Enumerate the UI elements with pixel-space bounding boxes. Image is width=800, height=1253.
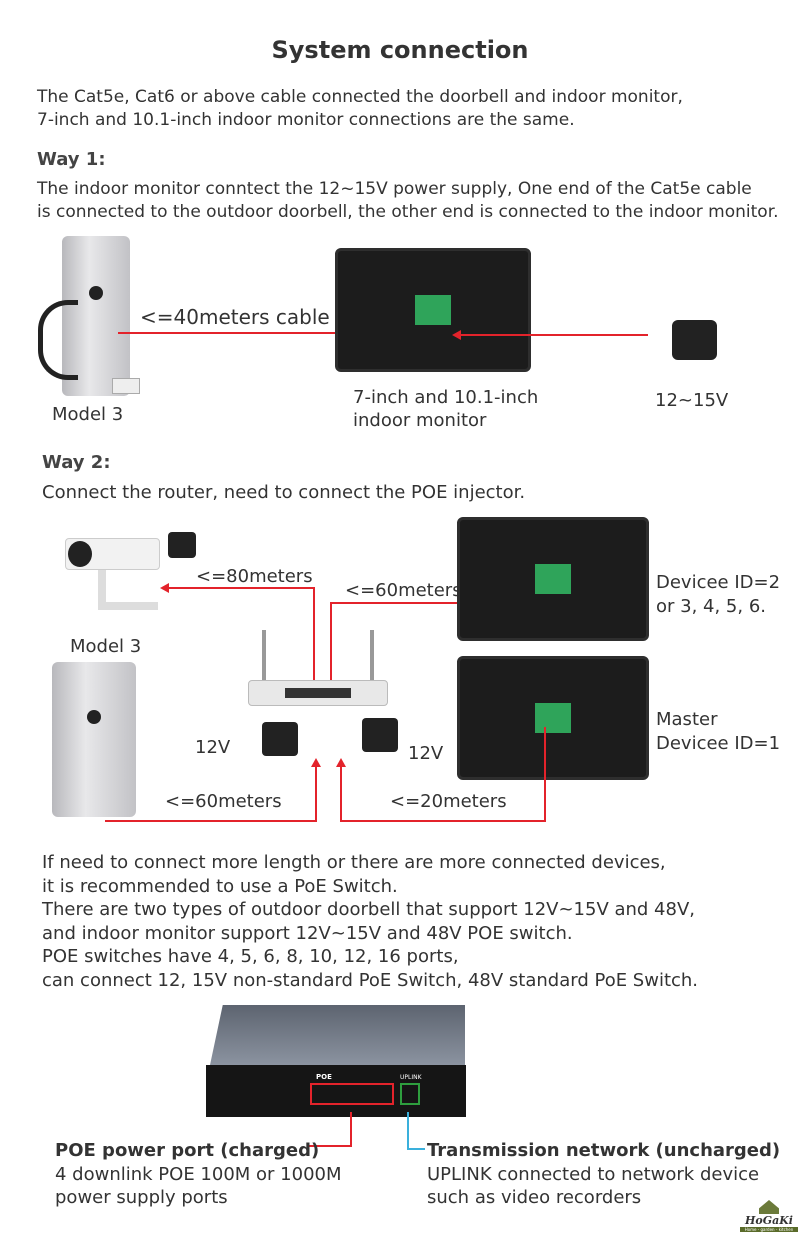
voltage-right: 12V — [408, 743, 444, 764]
poe-pointer-line — [307, 1145, 352, 1147]
camera-cable-label: <=80meters — [196, 566, 313, 587]
way1-heading: Way 1: — [37, 149, 106, 170]
doorbell-image-2 — [52, 662, 136, 817]
master-cable-line — [340, 765, 342, 822]
power-line — [458, 334, 648, 336]
master-cable-label: <=20meters — [390, 791, 507, 812]
camera-lens-icon — [89, 286, 103, 300]
connector — [112, 378, 140, 394]
way1-desc: The indoor monitor conntect the 12~15V p… — [37, 179, 779, 222]
cable-length-label: <=40meters cable — [140, 305, 330, 329]
monitor-cable-label: <=60meters — [345, 580, 462, 601]
way2-heading: Way 2: — [42, 452, 111, 473]
poe-pointer-line — [350, 1112, 352, 1147]
poe-injector-left — [262, 722, 298, 756]
model2-label: Model 3 — [70, 636, 142, 657]
voltage-left: 12V — [195, 737, 231, 758]
monitor-cable-line — [330, 602, 538, 604]
power-adapter — [672, 320, 717, 360]
camera-cable-line — [165, 587, 315, 589]
arrow-up-icon — [336, 758, 346, 767]
poe-ports — [310, 1083, 394, 1105]
way2-desc: Connect the router, need to connect the … — [42, 482, 526, 503]
doorbell-cable — [38, 300, 78, 380]
uplink-label: UPLINK — [400, 1074, 422, 1081]
camera-mount — [98, 570, 158, 610]
poe-switch-top — [210, 1005, 465, 1065]
poe-switch-front: POE UPLINK — [206, 1065, 466, 1117]
uplink-caption: Transmission network (uncharged)UPLINK c… — [427, 1140, 781, 1208]
master-cable-line — [340, 820, 546, 822]
router-ports — [285, 688, 351, 698]
bell-cable-label: <=60meters — [165, 791, 282, 812]
logo-name: HoGaKi — [745, 1214, 793, 1227]
monitor-cable-line — [330, 602, 332, 687]
intro-text: The Cat5e, Cat6 or above cable connected… — [37, 87, 683, 130]
arrow-left-icon — [452, 330, 461, 340]
master-cable-line — [544, 727, 546, 822]
logo: HoGaKi Home - garden - kitchen — [740, 1200, 798, 1232]
notes: If need to connect more length or there … — [42, 852, 699, 991]
circuit-board — [535, 703, 571, 733]
arrow-up-icon — [311, 758, 321, 767]
camera-image — [65, 538, 160, 570]
uplink-pointer-line — [407, 1148, 425, 1150]
arrow-left-icon — [160, 583, 169, 593]
bell-cable-line — [105, 820, 317, 822]
circuit-board — [535, 564, 571, 594]
indoor-monitor-2 — [457, 517, 649, 641]
uplink-port — [400, 1083, 420, 1105]
uplink-pointer-line — [407, 1112, 409, 1150]
camera-adapter — [168, 532, 196, 558]
master-monitor — [457, 656, 649, 780]
model-label: Model 3 — [52, 404, 124, 425]
camera-lens-icon — [68, 541, 92, 567]
camera-lens-icon — [87, 710, 101, 724]
router-antenna — [262, 630, 266, 690]
camera-cable-line — [313, 587, 315, 687]
router-antenna — [370, 630, 374, 690]
cable-line — [118, 332, 410, 334]
circuit-board — [415, 295, 451, 325]
house-leaf-icon — [759, 1200, 779, 1214]
poe-port-caption: POE power port (charged)4 downlink POE 1… — [55, 1140, 342, 1208]
router-image — [248, 680, 388, 706]
power-label: 12~15V — [655, 390, 729, 411]
bell-cable-line — [315, 765, 317, 822]
indoor-monitor — [335, 248, 531, 372]
logo-tagline: Home - garden - kitchen — [740, 1227, 798, 1232]
poe-injector-right — [362, 718, 398, 752]
poe-label: POE — [316, 1073, 332, 1081]
page-title: System connection — [271, 36, 529, 64]
